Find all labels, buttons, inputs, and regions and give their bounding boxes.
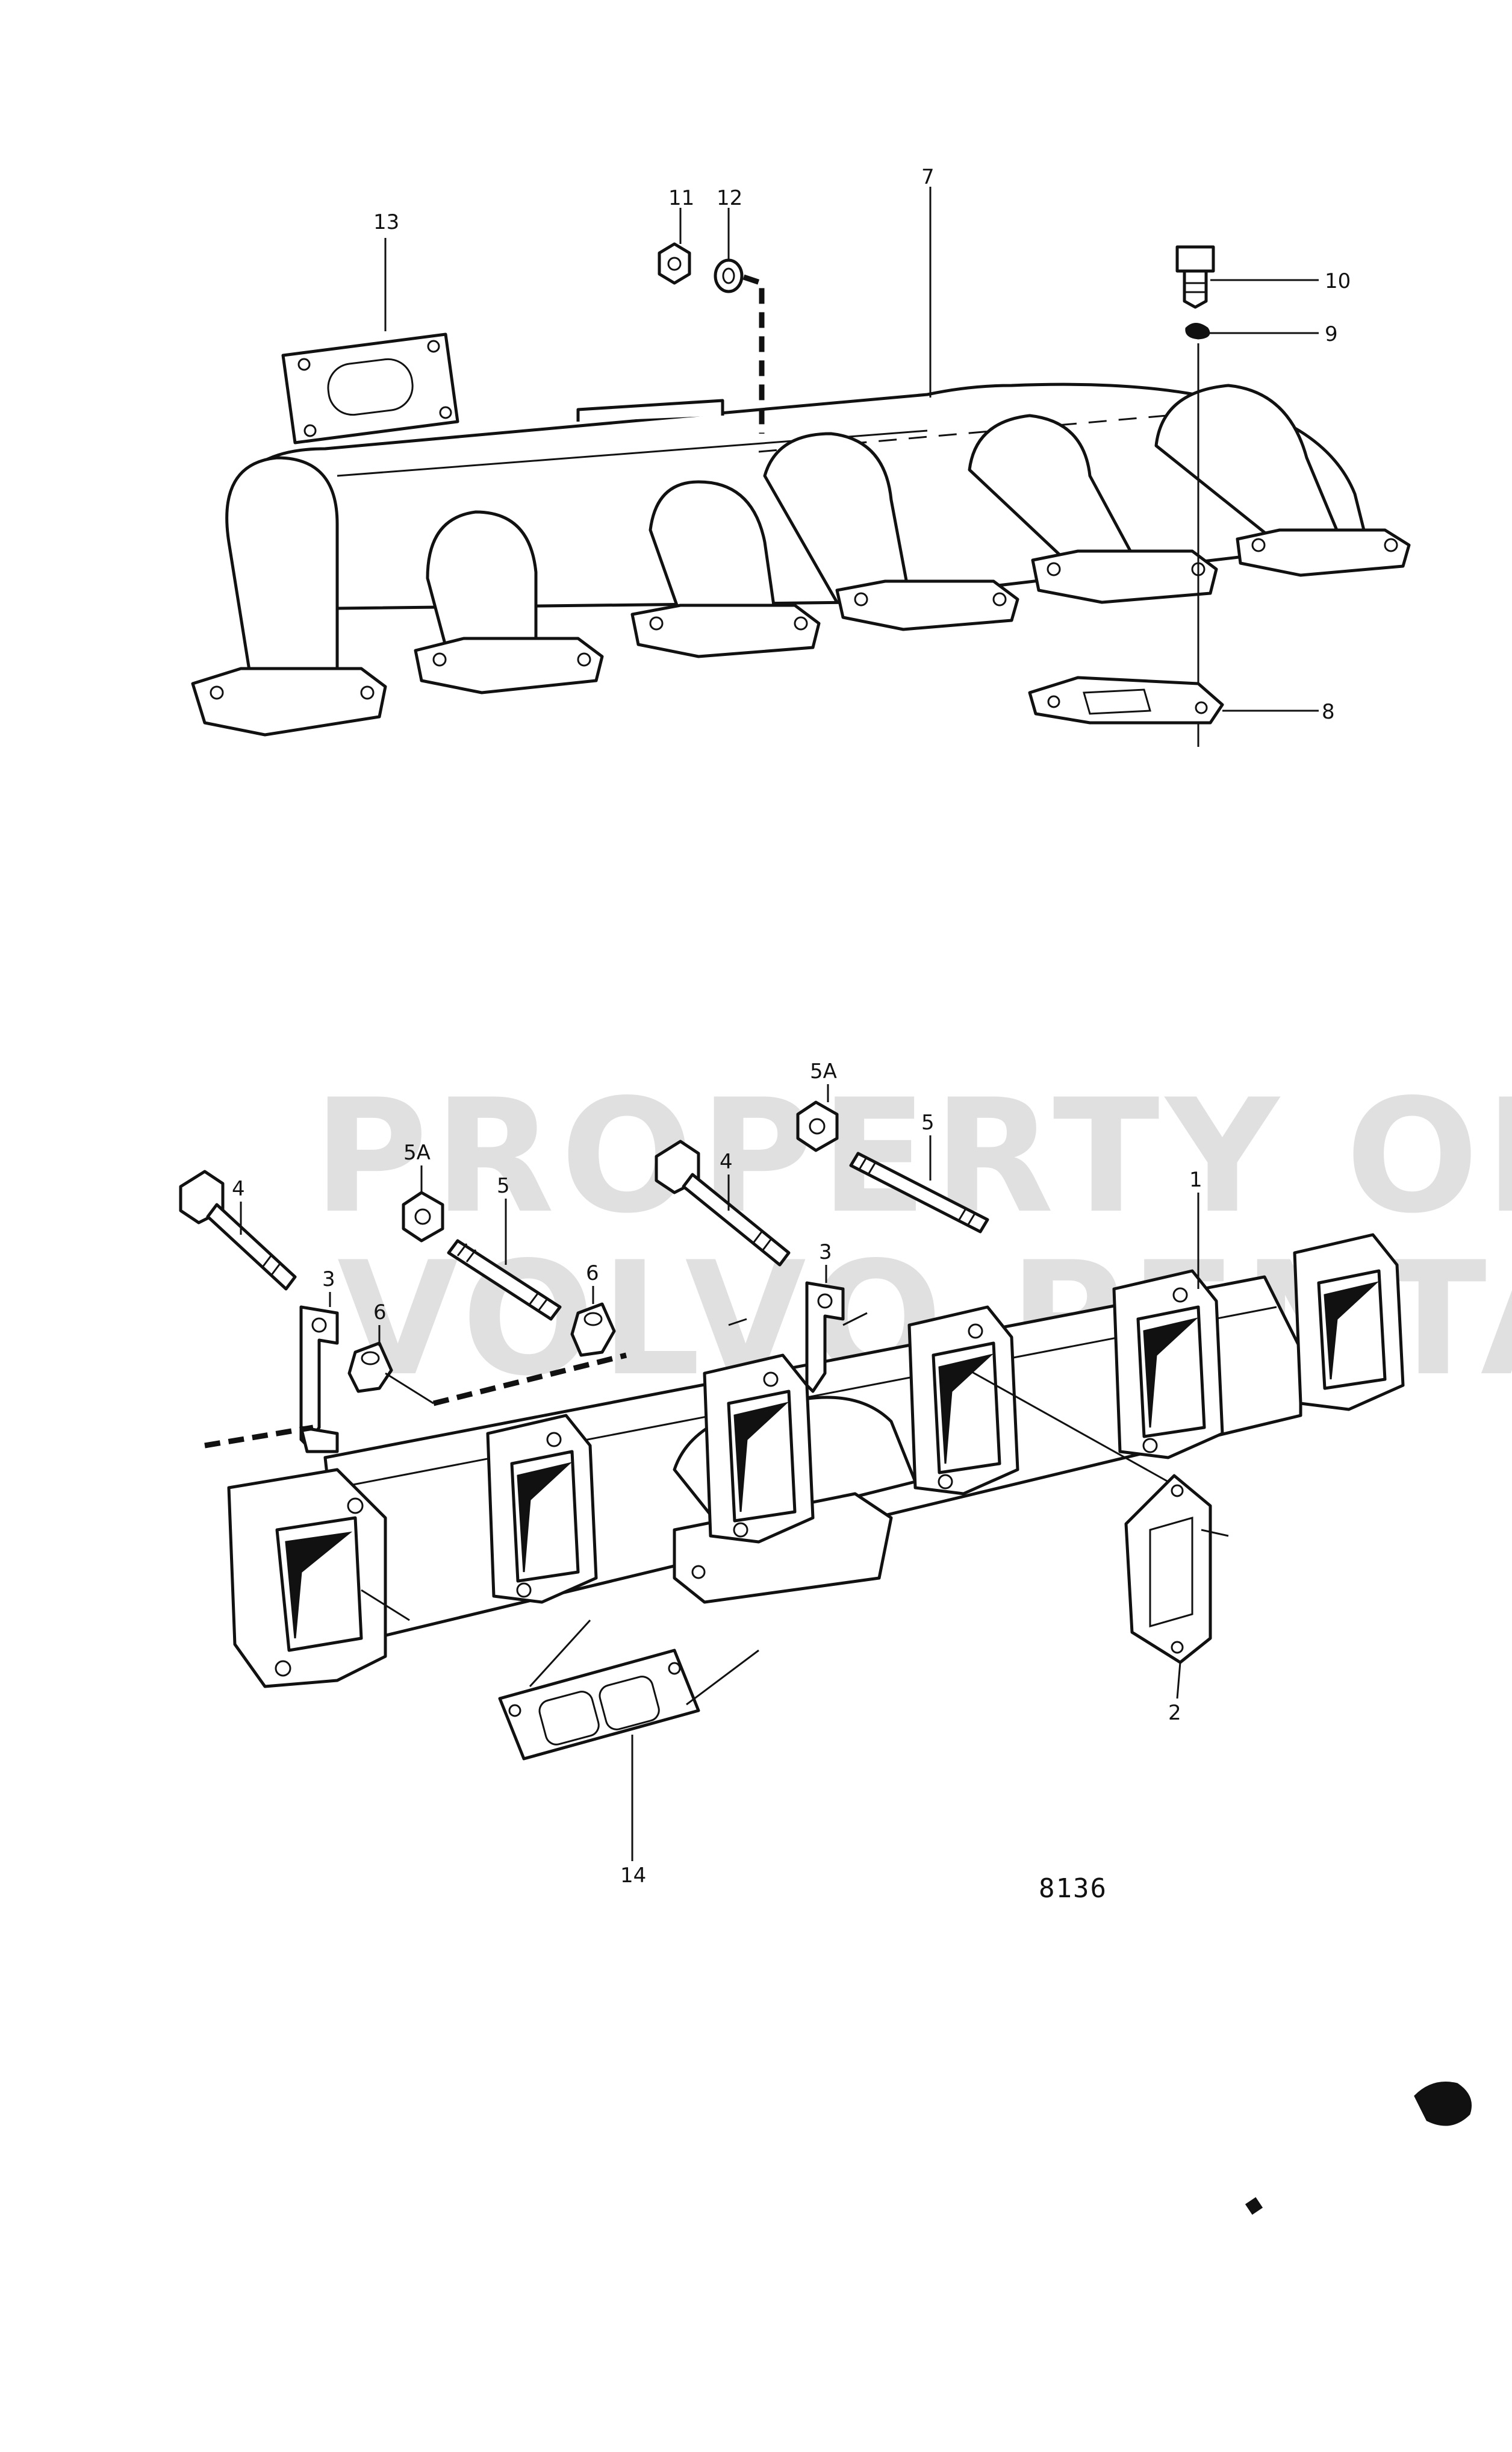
callout-5A-left: 5A [403, 1141, 431, 1165]
callout-4-right: 4 [720, 1150, 733, 1174]
callout-5-right: 5 [921, 1111, 935, 1135]
lower-exhaust-manifold [227, 1233, 1405, 1688]
stud-5-left [447, 1239, 562, 1321]
lower-port-flange-6 [1293, 1233, 1405, 1411]
assembly-path-3-left [204, 1424, 314, 1449]
stud-5-right [849, 1152, 989, 1234]
lower-port-flange-3 [703, 1353, 815, 1544]
callout-6-lower: 6 [373, 1300, 387, 1324]
manifold-flange-2 [414, 637, 604, 694]
manifold-flange-5 [1031, 549, 1218, 604]
manifold-runner-2 [426, 510, 538, 670]
lower-port-flange-2 [486, 1414, 598, 1604]
ink-speck [1245, 2197, 1263, 2215]
manifold-runner-1 [225, 456, 339, 694]
drawing-reference-number: 8136 [1039, 1873, 1107, 1904]
manifold-runner-4 [763, 432, 911, 604]
lower-port-flange-1 [227, 1468, 387, 1688]
bolt-4-right [655, 1140, 791, 1267]
nut-5A-right [796, 1100, 839, 1152]
assembly-path-6 [432, 1352, 627, 1406]
lower-port-flange-4 [907, 1305, 1019, 1496]
bracket-3-right [805, 1281, 845, 1393]
manifold-flange-4 [835, 579, 1019, 631]
callout-9: 9 [1325, 322, 1338, 346]
gasket-2 [1124, 1474, 1212, 1664]
manifold-flange-6 [1236, 528, 1411, 577]
callout-3-right: 3 [819, 1240, 832, 1264]
callout-6-upper: 6 [586, 1261, 599, 1285]
assembly-path-12 [742, 274, 765, 434]
callout-labels: 7 13 11 12 10 9 8 1 2 14 4 4 3 3 5A 5A 5… [232, 165, 1351, 1904]
callout-7: 7 [921, 165, 935, 189]
lock-tab-9 [1185, 323, 1210, 340]
bolt-10 [1175, 245, 1215, 309]
watermark-line-1: PROPERTY OF [313, 1066, 1512, 1248]
callout-3-left: 3 [322, 1267, 335, 1291]
callout-10: 10 [1325, 269, 1351, 293]
nut-5A-left [402, 1191, 444, 1243]
callout-leaders [240, 187, 1319, 1861]
callout-2: 2 [1168, 1701, 1181, 1725]
callout-12: 12 [717, 186, 742, 210]
nut-11 [658, 242, 691, 285]
callout-13: 13 [373, 210, 399, 234]
callout-11: 11 [668, 186, 694, 210]
gasket-14 [498, 1649, 700, 1761]
lower-port-flange-5 [1112, 1269, 1224, 1459]
manifold-flange-1 [191, 667, 387, 737]
upper-exhaust-manifold [191, 382, 1411, 737]
callout-5A-right: 5A [810, 1059, 837, 1084]
manifold-top-boss [576, 399, 724, 422]
callout-1: 1 [1189, 1168, 1202, 1192]
callout-5-left: 5 [497, 1174, 510, 1198]
manifold-runner-5 [968, 414, 1134, 568]
manifold-runner-3 [649, 480, 779, 634]
gasket-8 [1028, 676, 1224, 725]
manifold-flange-3 [630, 604, 821, 658]
gasket-13 [281, 332, 459, 445]
spacer-6-upper [570, 1302, 616, 1357]
washer-12 [714, 258, 744, 293]
callout-8: 8 [1322, 700, 1335, 724]
bolt-4-left [179, 1170, 297, 1291]
bracket-3-left [299, 1305, 339, 1453]
callout-14: 14 [620, 1864, 646, 1888]
ink-blot [1414, 2082, 1472, 2126]
callout-4-left: 4 [232, 1177, 245, 1201]
manifold-runner-6 [1154, 384, 1339, 544]
